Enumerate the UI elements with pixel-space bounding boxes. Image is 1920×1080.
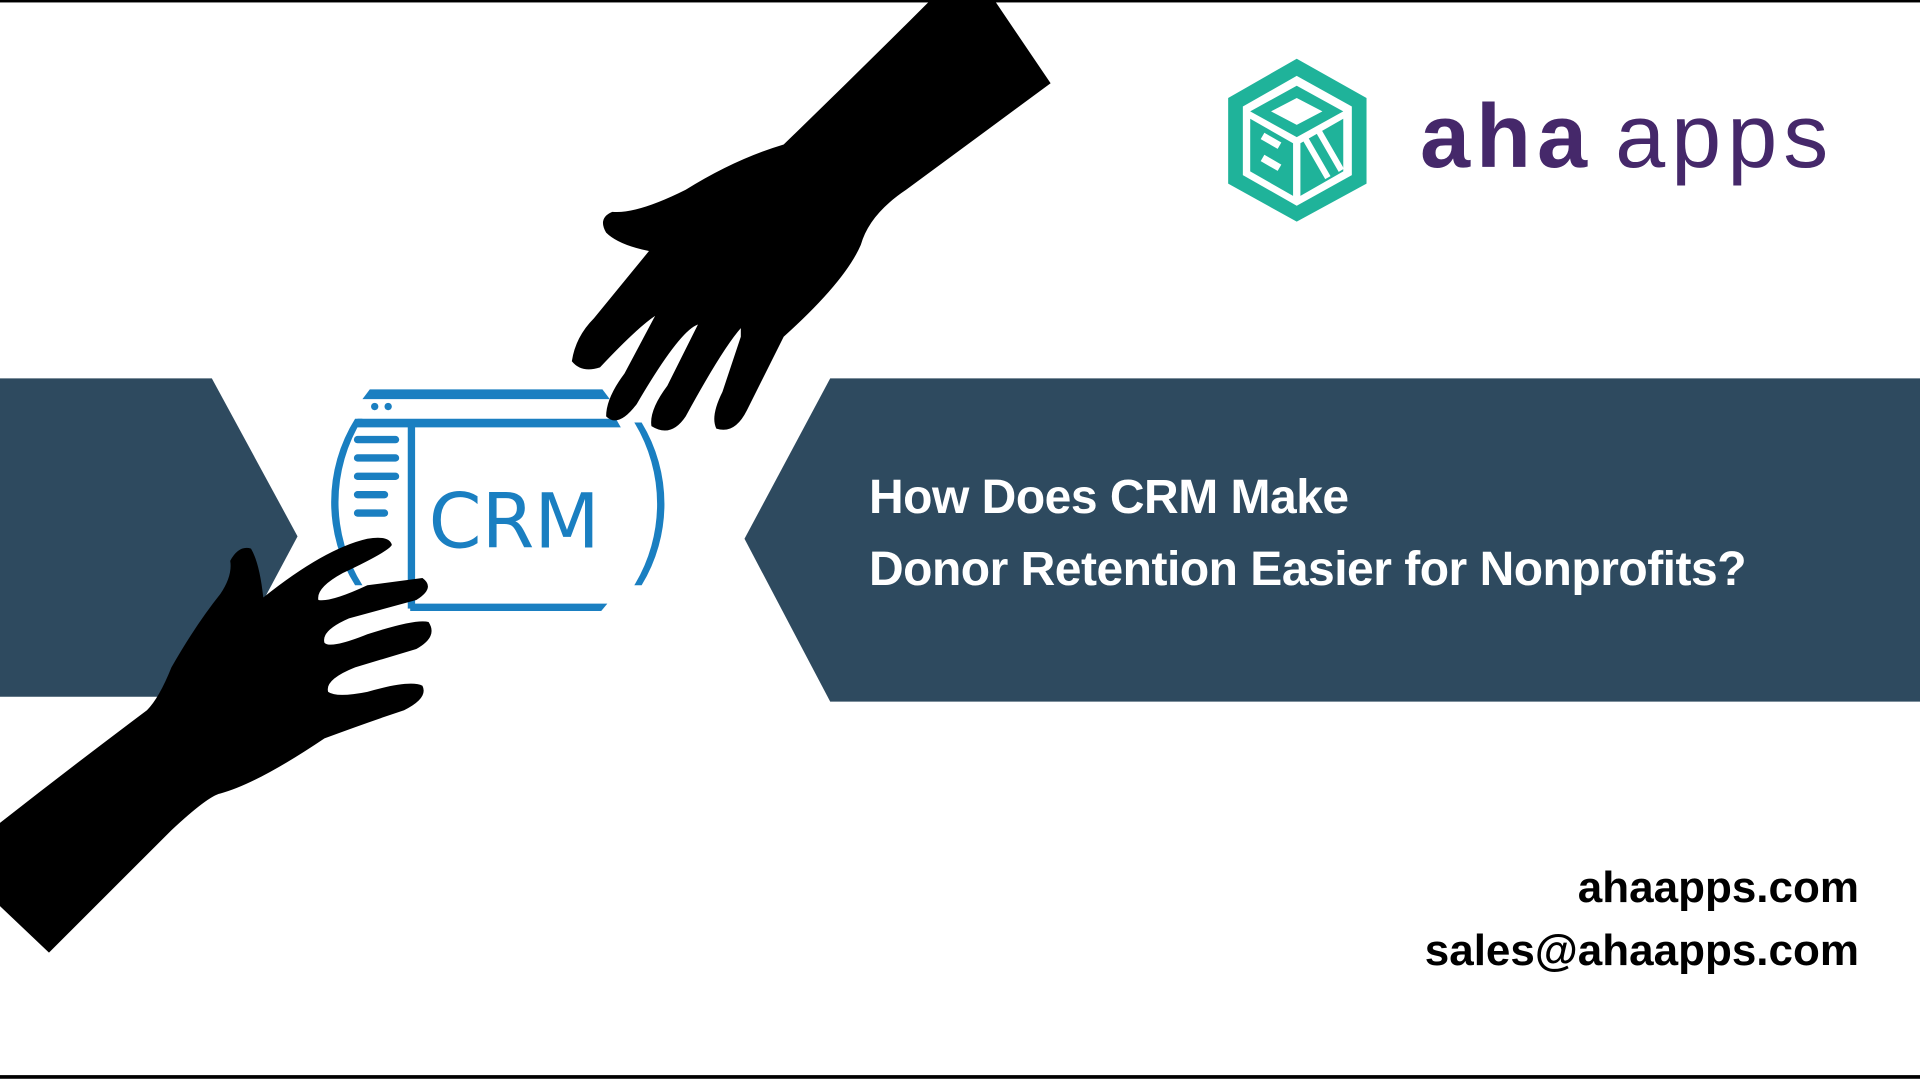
- email-link[interactable]: sales@ahaapps.com: [1424, 926, 1859, 975]
- contact-info: ahaapps.com sales@ahaapps.com: [1425, 856, 1859, 982]
- website-link[interactable]: ahaapps.com: [1577, 863, 1859, 912]
- hand-bottom-icon: [0, 537, 432, 953]
- page-title: How Does CRM Make Donor Retention Easier…: [869, 462, 1747, 606]
- aha-logo-mark-icon: [1228, 58, 1367, 222]
- title-line-1: How Does CRM Make: [869, 471, 1349, 524]
- crm-icon: [331, 389, 665, 612]
- brand-word-aha: aha: [1420, 87, 1594, 187]
- bottom-border: [0, 1075, 1920, 1079]
- right-band: [744, 378, 1920, 702]
- hand-top-icon: [571, 0, 1051, 431]
- crm-label: CRM: [429, 477, 600, 565]
- title-line-2: Donor Retention Easier for Nonprofits?: [869, 543, 1747, 596]
- brand-word-apps: apps: [1615, 87, 1835, 187]
